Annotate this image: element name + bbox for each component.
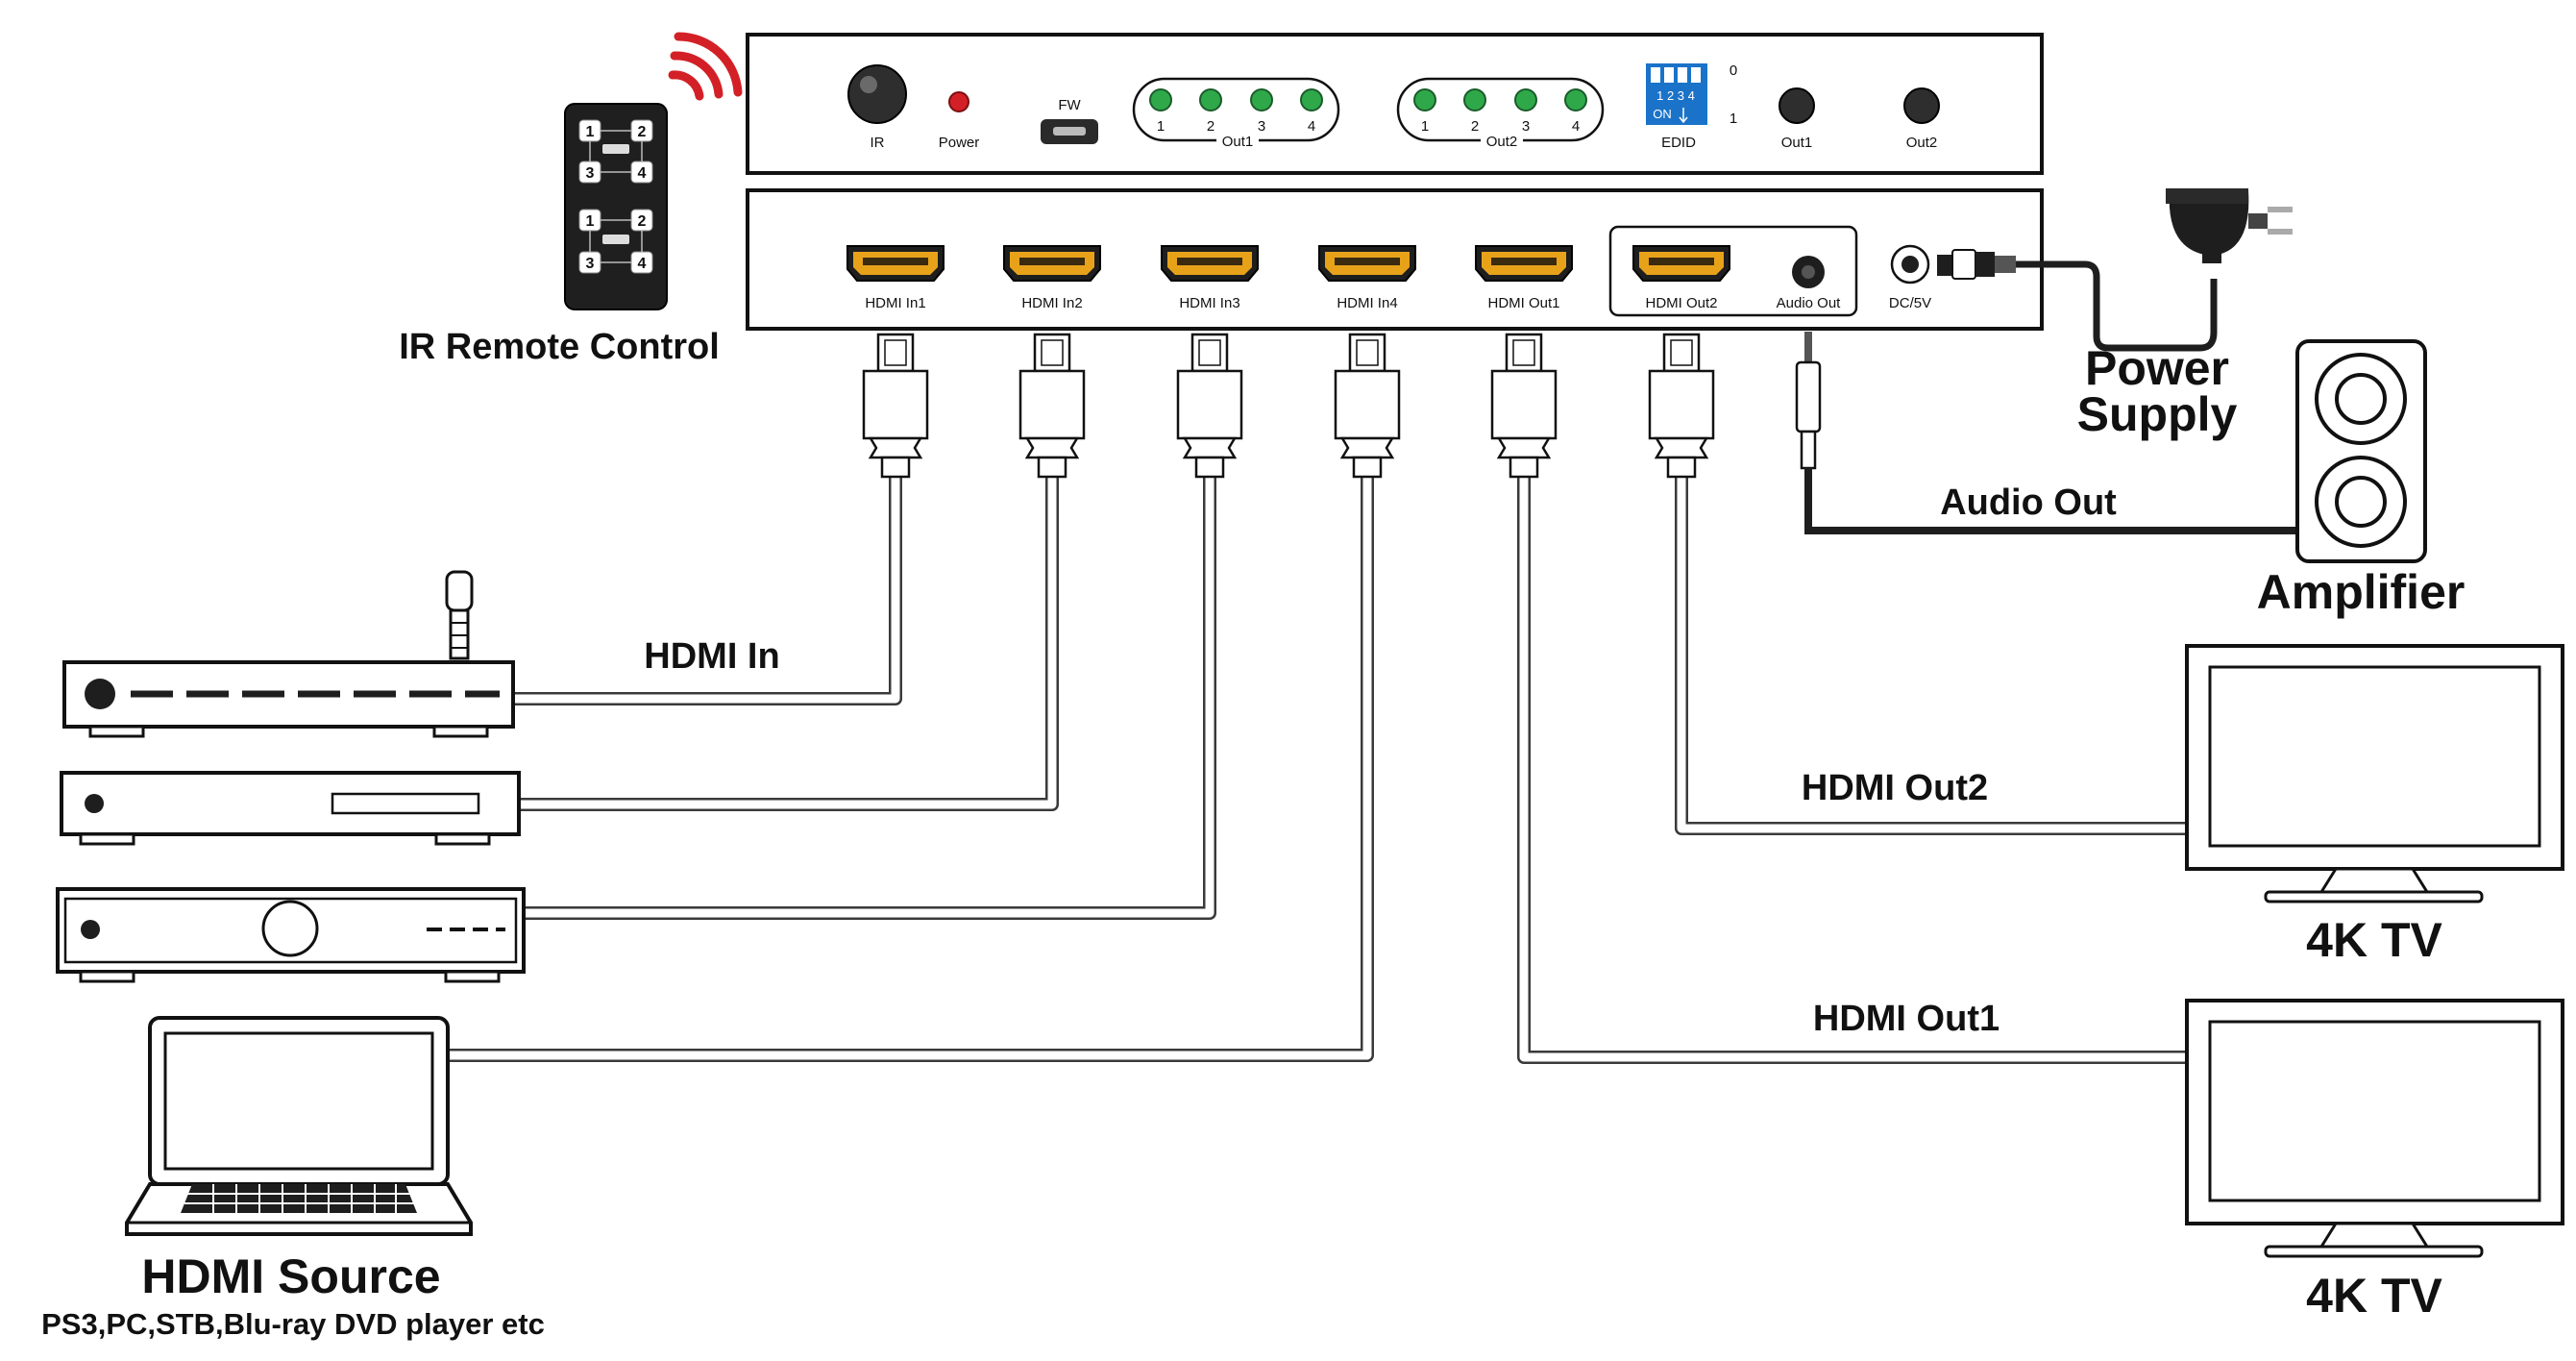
port-label-out2: HDMI Out2 bbox=[1645, 295, 1717, 311]
out1-group-label: Out1 bbox=[1222, 134, 1254, 150]
out2-led-2-icon bbox=[1463, 88, 1486, 111]
hdmi-plug-in3-icon bbox=[1176, 333, 1243, 479]
hdmi-port-in2-icon bbox=[1003, 245, 1101, 282]
power-label: Power bbox=[939, 135, 980, 151]
hdmi-source-sub-label: PS3,PC,STB,Blu-ray DVD player etc bbox=[41, 1307, 545, 1341]
remote-button-2: 2 bbox=[638, 124, 647, 140]
hdmi-port-in1-icon bbox=[846, 245, 945, 282]
hdmi-port-in3-icon bbox=[1161, 245, 1259, 282]
port-label-in3: HDMI In3 bbox=[1179, 295, 1239, 311]
hdmi-out1-label: HDMI Out1 bbox=[1813, 999, 1999, 1039]
audio-out-port-label: Audio Out bbox=[1777, 295, 1842, 311]
out1-led-4-label: 4 bbox=[1308, 118, 1315, 135]
out1-led-1-label: 1 bbox=[1157, 118, 1165, 135]
dip-1-label: 1 bbox=[1730, 111, 1737, 127]
dip-on-label: ON bbox=[1653, 107, 1672, 121]
hdmi-port-out2-icon bbox=[1632, 245, 1730, 282]
out2-button-icon bbox=[1903, 87, 1940, 124]
out2-led-4-icon bbox=[1564, 88, 1587, 111]
out2-audio-group bbox=[1608, 225, 1858, 317]
out1-button-label: Out1 bbox=[1781, 135, 1813, 151]
remote-button-4: 4 bbox=[638, 165, 647, 182]
audio-out-label: Audio Out bbox=[1940, 483, 2117, 523]
out1-button-icon bbox=[1779, 87, 1815, 124]
tv-2-label: 4K TV bbox=[2306, 1269, 2442, 1323]
remote-button-3: 3 bbox=[586, 165, 595, 182]
ir-sensor-icon bbox=[847, 64, 907, 124]
amplifier-label: Amplifier bbox=[2257, 565, 2466, 619]
hdmi-port-in4-icon bbox=[1318, 245, 1416, 282]
edid-dip-switch: 1 2 3 4 ON bbox=[1646, 63, 1707, 125]
remote-button-1: 1 bbox=[586, 124, 595, 140]
ir-signal-icon bbox=[668, 32, 743, 101]
port-label-in1: HDMI In1 bbox=[865, 295, 925, 311]
out1-led-3-label: 3 bbox=[1258, 118, 1265, 135]
dip-numbers: 1 2 3 4 bbox=[1656, 88, 1695, 103]
power-led-icon bbox=[948, 91, 969, 112]
tv-1-label: 4K TV bbox=[2306, 913, 2442, 967]
hdmi-plug-out1-icon bbox=[1490, 333, 1558, 479]
out1-led-3-icon bbox=[1250, 88, 1273, 111]
hdmi-plugs bbox=[862, 333, 1715, 479]
power-cable bbox=[1937, 249, 2218, 352]
laptop-icon bbox=[125, 1016, 473, 1236]
hdmi-plug-out2-icon bbox=[1648, 333, 1715, 479]
out2-led-4-label: 4 bbox=[1572, 118, 1580, 135]
ir-label: IR bbox=[871, 135, 885, 151]
hdmi-in-label: HDMI In bbox=[644, 636, 779, 677]
ir-remote: 1 2 3 4 1 2 3 4 bbox=[564, 103, 668, 310]
out2-led-3-icon bbox=[1514, 88, 1537, 111]
out1-led-4-icon bbox=[1300, 88, 1323, 111]
tv-1-icon bbox=[2185, 644, 2564, 903]
remote-button-8: 4 bbox=[638, 256, 647, 272]
hdmi-plug-in4-icon bbox=[1334, 333, 1401, 479]
remote-button-7: 3 bbox=[586, 256, 595, 272]
audio-cable bbox=[1795, 332, 2297, 534]
hdmi-out2-label: HDMI Out2 bbox=[1802, 768, 1988, 808]
amplifier-speaker-icon bbox=[2295, 339, 2427, 563]
hdmi-ports bbox=[846, 245, 1730, 282]
out1-led-2-label: 2 bbox=[1207, 118, 1214, 135]
remote-button-5: 1 bbox=[586, 213, 595, 230]
power-supply-label-line1: Power bbox=[2085, 341, 2229, 395]
power-adapter-icon bbox=[2166, 188, 2293, 263]
out2-button-label: Out2 bbox=[1906, 135, 1938, 151]
front-panel: IR Power FW Out1 1 2 3 4 Out2 1 2 3 4 bbox=[746, 33, 2044, 175]
power-supply-label-line2: Supply bbox=[2077, 387, 2238, 441]
router-icon bbox=[62, 570, 515, 738]
hdmi-plug-in1-icon bbox=[862, 333, 929, 479]
edid-label: EDID bbox=[1661, 135, 1696, 151]
port-label-out1: HDMI Out1 bbox=[1487, 295, 1559, 311]
set-top-box-icon bbox=[60, 771, 521, 846]
out1-led-1-icon bbox=[1149, 88, 1172, 111]
hdmi-source-label: HDMI Source bbox=[141, 1250, 440, 1303]
out2-led-1-label: 1 bbox=[1421, 118, 1429, 135]
out2-group-label: Out2 bbox=[1486, 134, 1518, 150]
out2-led-1-icon bbox=[1413, 88, 1436, 111]
ir-remote-label: IR Remote Control bbox=[399, 327, 720, 367]
hdmi-port-out1-icon bbox=[1475, 245, 1573, 282]
out2-led-3-label: 3 bbox=[1522, 118, 1530, 135]
port-label-in2: HDMI In2 bbox=[1021, 295, 1082, 311]
dip-0-label: 0 bbox=[1730, 62, 1737, 79]
out1-led-2-icon bbox=[1199, 88, 1222, 111]
dc-port-label: DC/5V bbox=[1889, 295, 1931, 311]
tv-2-icon bbox=[2185, 999, 2564, 1258]
rear-labels: HDMI In1 HDMI In2 HDMI In3 HDMI In4 HDMI… bbox=[865, 295, 1931, 311]
bluray-player-icon bbox=[56, 887, 526, 983]
hdmi-plug-in2-icon bbox=[1018, 333, 1086, 479]
remote-button-6: 2 bbox=[638, 213, 647, 230]
port-label-in4: HDMI In4 bbox=[1337, 295, 1397, 311]
out2-led-2-label: 2 bbox=[1471, 118, 1479, 135]
fw-label: FW bbox=[1058, 97, 1081, 113]
hdmi-cables bbox=[448, 459, 2187, 1064]
